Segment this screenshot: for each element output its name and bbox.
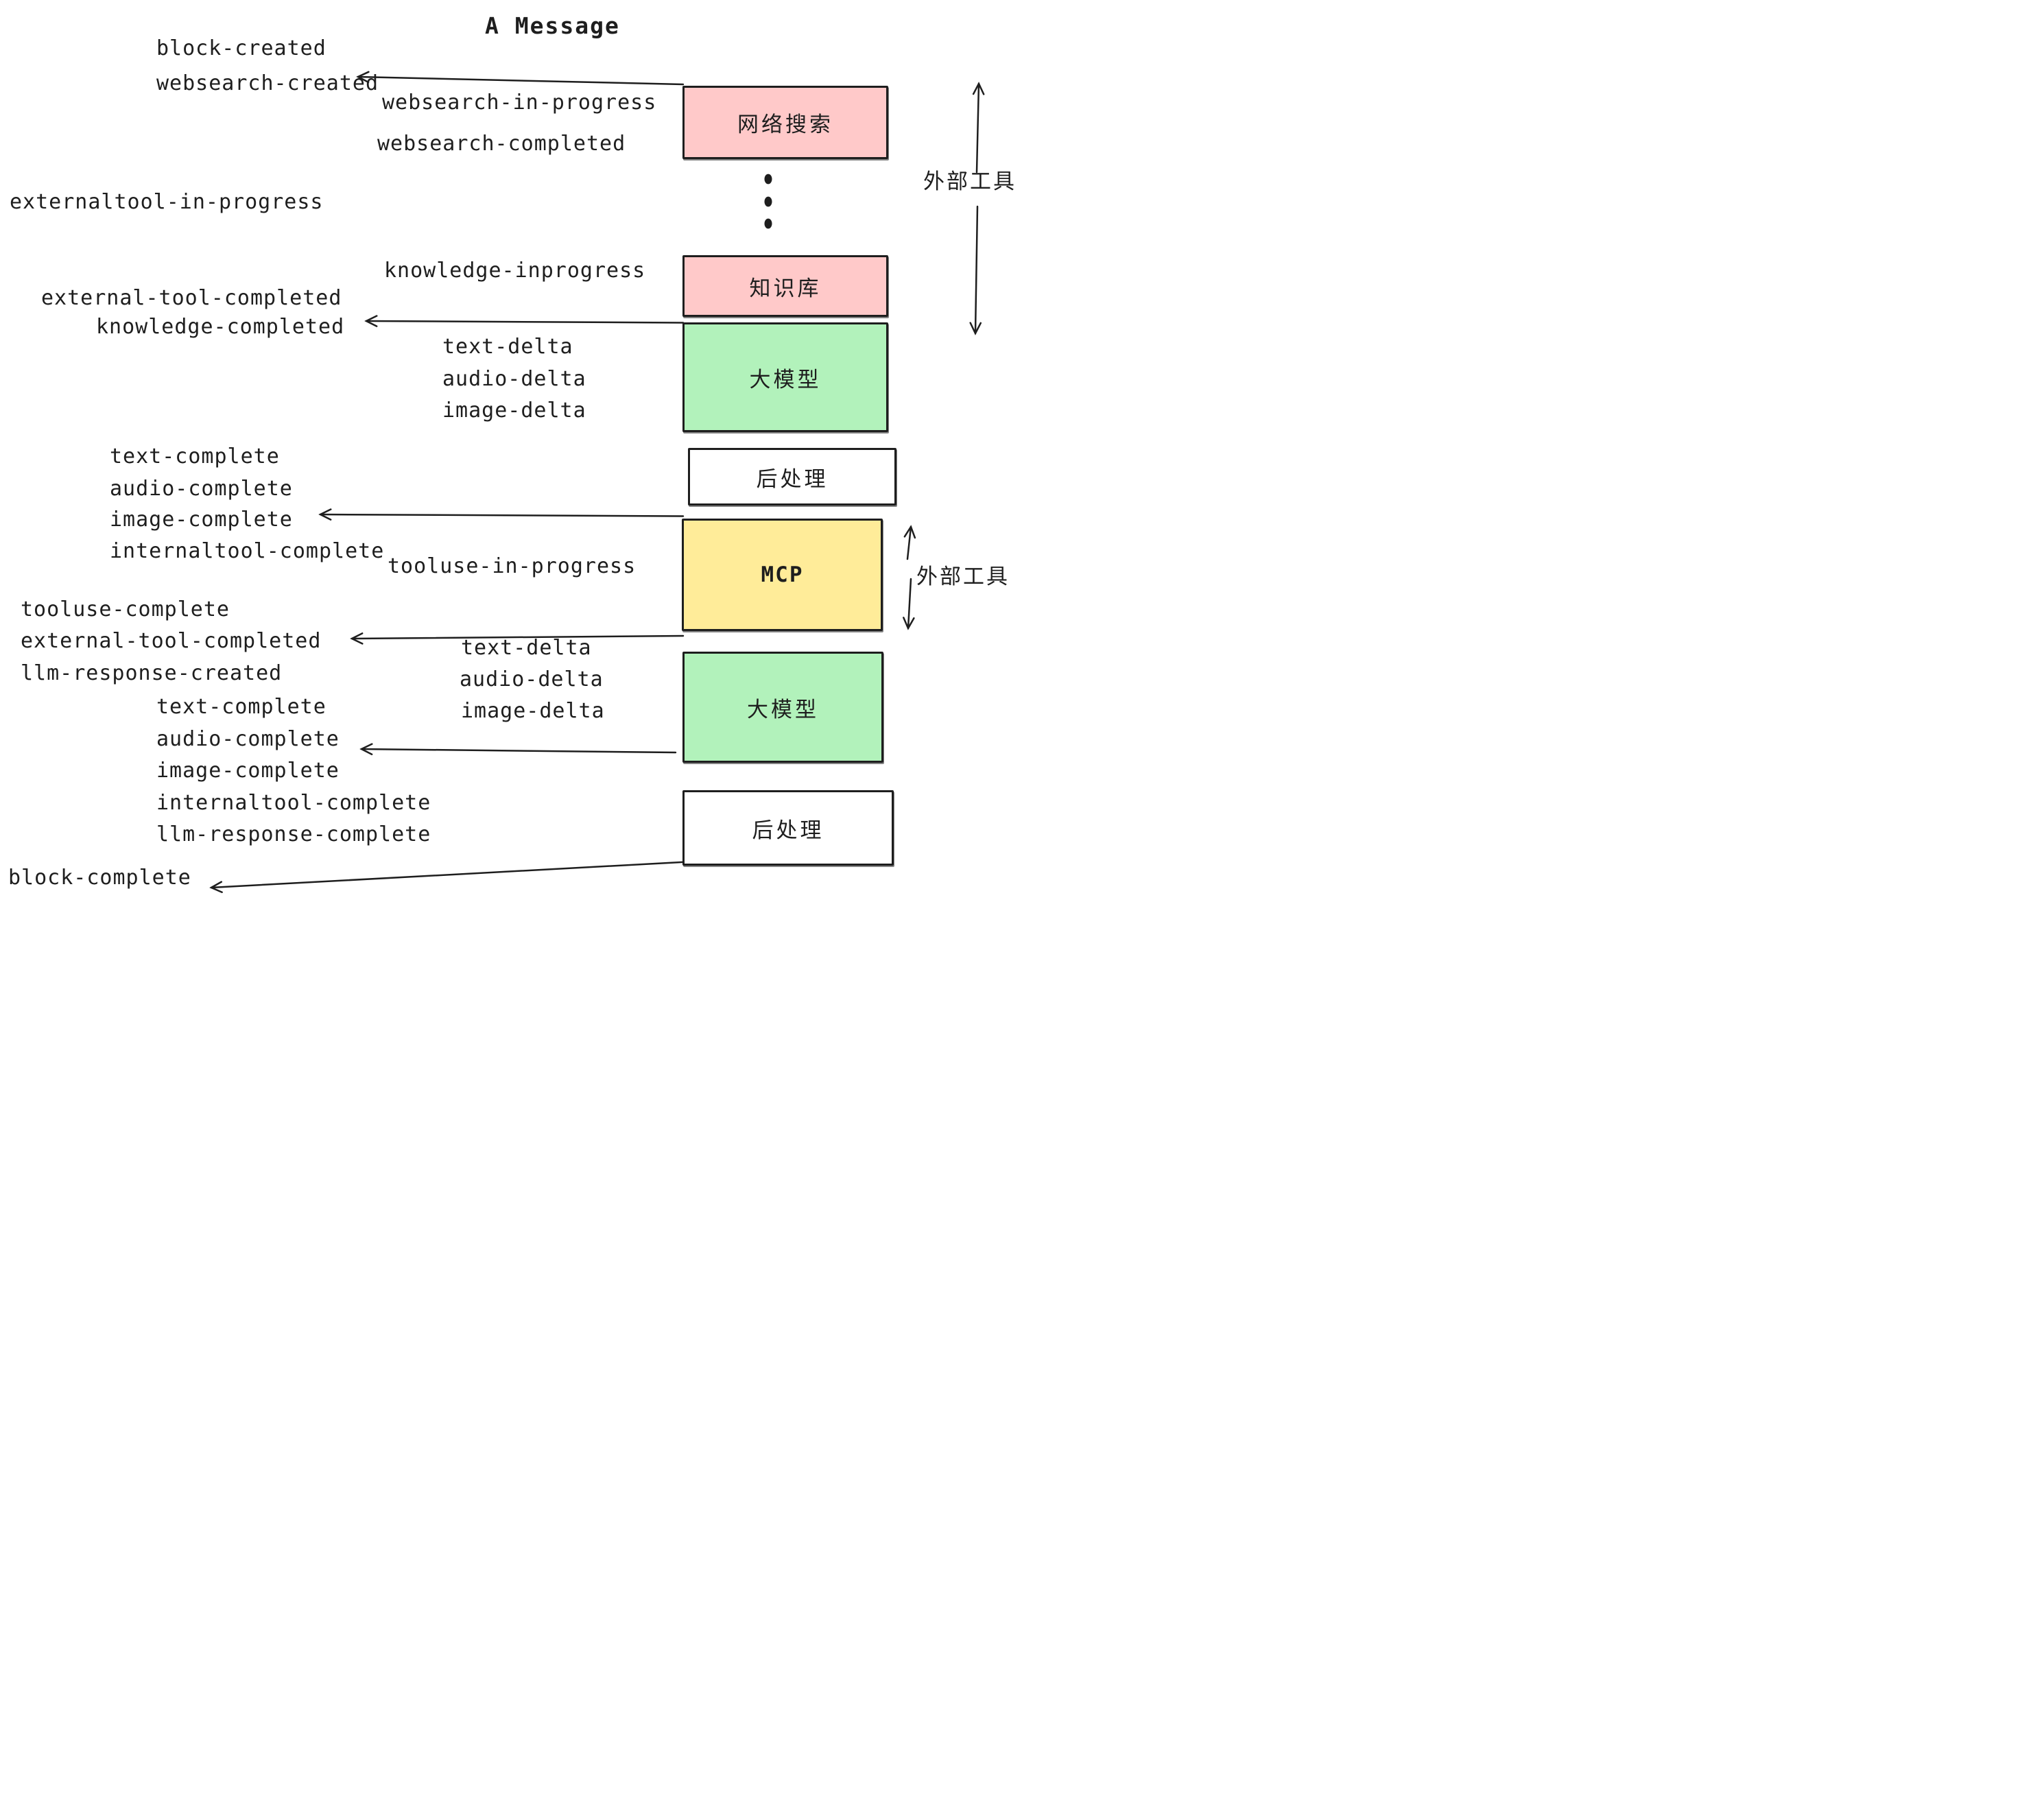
event-label-llm-response-created: llm-response-created [21, 661, 283, 685]
event-label-tooluse-in-progress: tooluse-in-progress [388, 554, 637, 578]
side-arrow-up-external-tools-top [972, 82, 985, 174]
flow-box-label-llm-1: 大模型 [749, 367, 822, 392]
flow-box-mcp: MCP [682, 519, 883, 631]
side-arrow-down-external-tools-top [969, 205, 982, 335]
event-label-text-delta-1: text-delta [442, 335, 573, 359]
event-label-websearch-completed: websearch-completed [377, 132, 626, 156]
event-label-knowledge-inprogress: knowledge-inprogress [384, 259, 646, 283]
side-label-external-tools-bottom: 外部工具 [916, 565, 1010, 589]
event-label-external-tool-completed-1: external-tool-completed [41, 286, 342, 310]
event-label-image-complete-1: image-complete [110, 508, 293, 532]
event-label-externaltool-in-progress: externaltool-in-progress [10, 190, 324, 214]
event-label-websearch-created: websearch-created [156, 71, 379, 95]
event-label-image-delta-1: image-delta [442, 399, 586, 423]
event-label-image-delta-2: image-delta [461, 699, 605, 723]
message-arrow-to-image-complete [318, 508, 685, 521]
event-label-external-tool-completed-2: external-tool-completed [21, 629, 322, 653]
ellipsis-dot-0 [764, 174, 772, 185]
flow-box-post-process-2: 后处理 [682, 790, 894, 866]
flow-box-post-process-1: 后处理 [688, 448, 896, 506]
event-label-image-complete-2: image-complete [156, 759, 340, 783]
event-label-audio-complete-1: audio-complete [110, 477, 293, 501]
event-label-text-delta-2: text-delta [461, 636, 592, 660]
message-arrow-to-audio-complete [359, 743, 677, 755]
side-arrow-up-external-tools-bottom [903, 525, 916, 560]
flow-box-label-post-process-2: 后处理 [752, 818, 824, 843]
ellipsis-dot-2 [764, 218, 772, 229]
event-label-block-created: block-created [156, 36, 326, 60]
message-arrow-to-block-complete [209, 860, 695, 893]
flow-box-knowledge-base: 知识库 [682, 255, 888, 317]
event-label-tooluse-complete: tooluse-complete [21, 597, 230, 621]
diagram-title: A Message [485, 12, 620, 39]
event-label-text-complete-2: text-complete [156, 695, 326, 719]
flow-box-llm-2: 大模型 [682, 652, 883, 763]
ellipsis-dot-1 [764, 196, 772, 207]
event-label-audio-complete-2: audio-complete [156, 727, 340, 751]
event-label-llm-response-complete: llm-response-complete [156, 822, 431, 846]
flow-box-llm-1: 大模型 [682, 322, 888, 432]
side-arrow-down-external-tools-bottom [903, 578, 915, 630]
event-label-knowledge-completed: knowledge-completed [96, 315, 345, 339]
event-label-block-complete: block-complete [8, 866, 191, 890]
flow-box-label-mcp: MCP [761, 562, 804, 587]
flow-box-label-llm-2: 大模型 [747, 697, 819, 722]
event-label-text-complete-1: text-complete [110, 444, 280, 468]
flow-box-label-web-search: 网络搜索 [737, 112, 833, 137]
message-arrow-to-knowledge-completed [364, 315, 685, 327]
flow-box-label-post-process-1: 后处理 [756, 466, 829, 492]
event-label-audio-delta-2: audio-delta [460, 667, 604, 691]
event-label-internaltool-complete-2: internaltool-complete [156, 791, 431, 815]
message-arrow-to-block-created [356, 71, 685, 86]
flow-box-web-search: 网络搜索 [682, 86, 888, 159]
event-label-internaltool-complete-1: internaltool-complete [110, 539, 385, 563]
event-label-websearch-in-progress: websearch-in-progress [382, 91, 657, 115]
side-label-external-tools-top: 外部工具 [923, 169, 1017, 194]
event-label-audio-delta-1: audio-delta [442, 367, 586, 391]
flow-box-label-knowledge-base: 知识库 [749, 276, 822, 301]
